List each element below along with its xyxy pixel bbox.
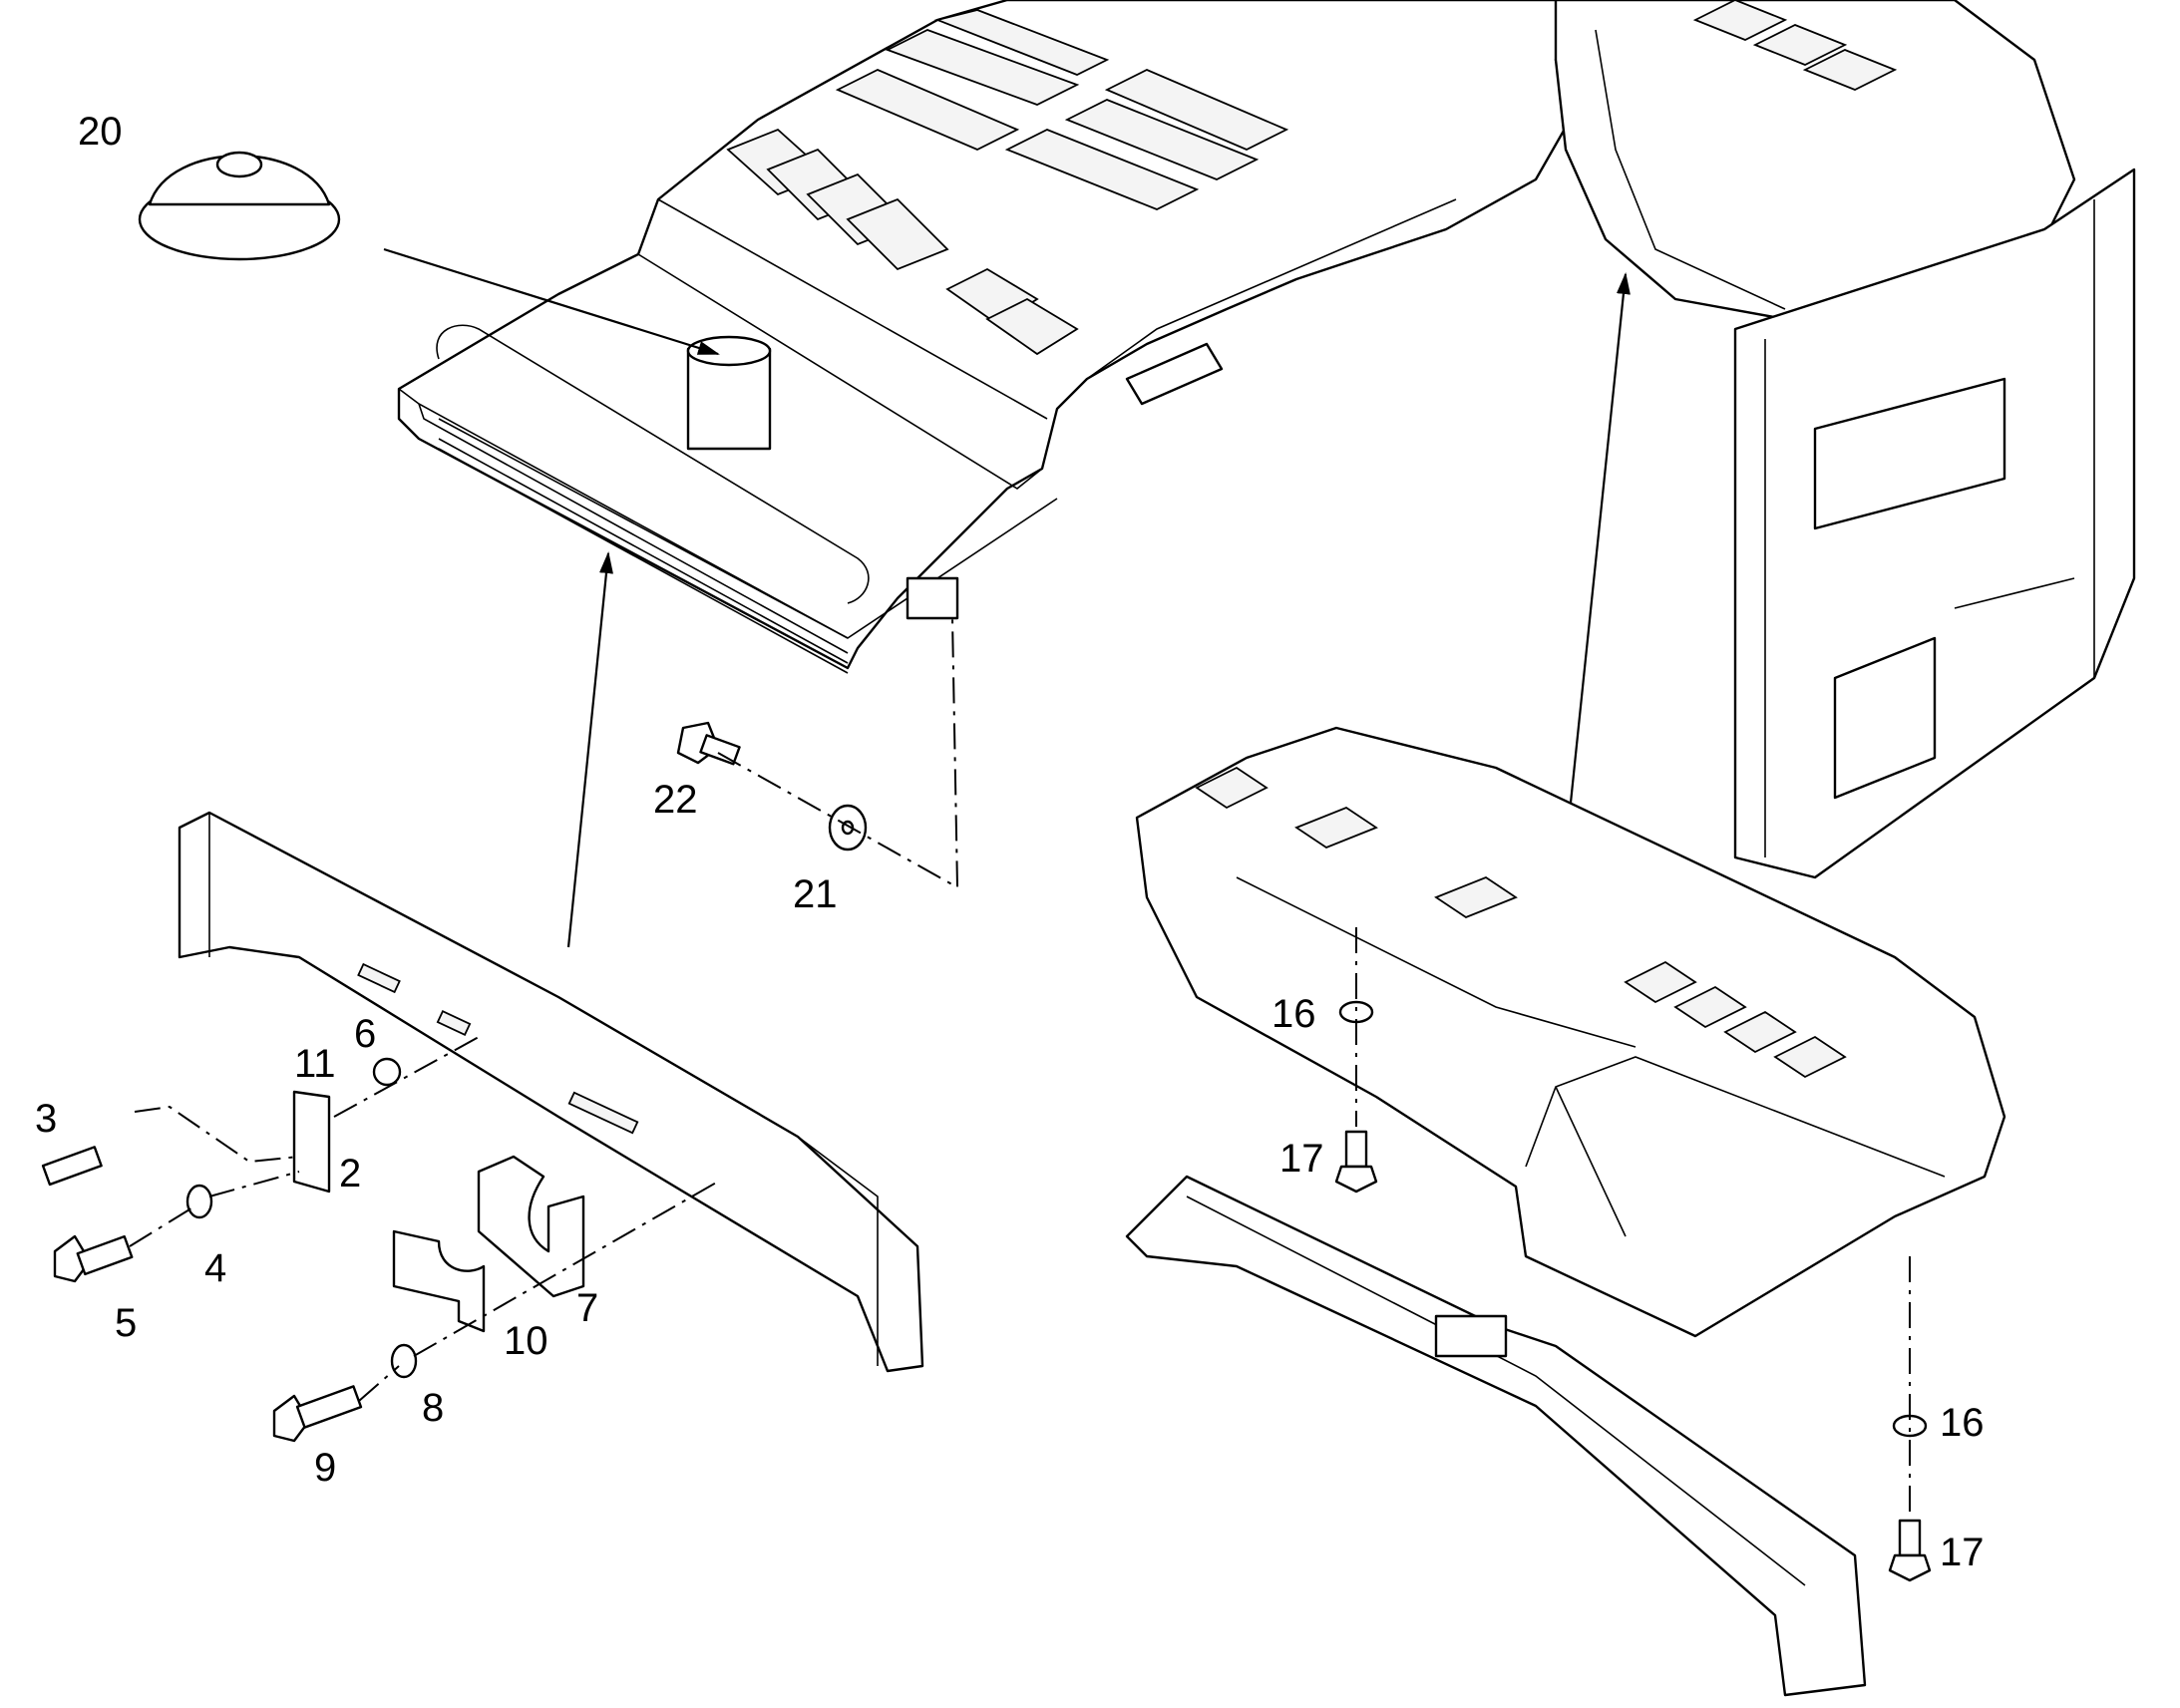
washer-4 [185, 1184, 213, 1219]
rear-fender-body [1554, 0, 2136, 879]
cap-post [686, 335, 772, 451]
block-7 [477, 1155, 585, 1298]
washer-21 [828, 804, 868, 852]
callout-7: 7 [576, 1286, 598, 1330]
callout-5: 5 [115, 1301, 137, 1345]
front-bumper [178, 811, 924, 1373]
callout-2: 2 [339, 1152, 361, 1196]
callout-20: 20 [78, 110, 123, 154]
assembly-arrows [383, 247, 1631, 948]
callout-16-lower: 16 [1940, 1401, 1985, 1445]
lower-rail [1125, 1175, 1867, 1697]
callout-16-upper: 16 [1272, 992, 1316, 1036]
callout-4: 4 [204, 1246, 226, 1290]
callout-labels: 20 22 21 11 6 3 2 4 5 7 10 8 9 16 17 16 … [35, 110, 1985, 1574]
plate-2 [292, 1090, 331, 1194]
callout-11: 11 [294, 1042, 336, 1086]
hood-assembly [397, 0, 1598, 674]
bolt-22 [676, 721, 741, 766]
bolt-17-lower [1888, 1519, 1932, 1582]
callout-17-upper: 17 [1279, 1137, 1324, 1181]
callout-9: 9 [314, 1446, 336, 1490]
bolt-17-upper [1334, 1130, 1378, 1194]
callout-17-lower: 17 [1940, 1531, 1985, 1574]
callout-21: 21 [793, 872, 838, 916]
alignment-lines [129, 617, 1911, 1516]
washer-8 [390, 1343, 418, 1379]
callout-8: 8 [422, 1386, 444, 1430]
bolt-5 [53, 1234, 134, 1283]
callout-22: 22 [653, 778, 698, 822]
pin-3 [41, 1146, 103, 1187]
cap-part-20 [138, 151, 341, 261]
callout-10: 10 [504, 1319, 548, 1363]
nut-6 [372, 1057, 402, 1087]
lower-shroud [1135, 726, 2006, 1338]
callout-6: 6 [354, 1012, 376, 1056]
plate-10 [392, 1229, 486, 1333]
bolt-9 [272, 1385, 363, 1443]
callout-3: 3 [35, 1097, 57, 1141]
